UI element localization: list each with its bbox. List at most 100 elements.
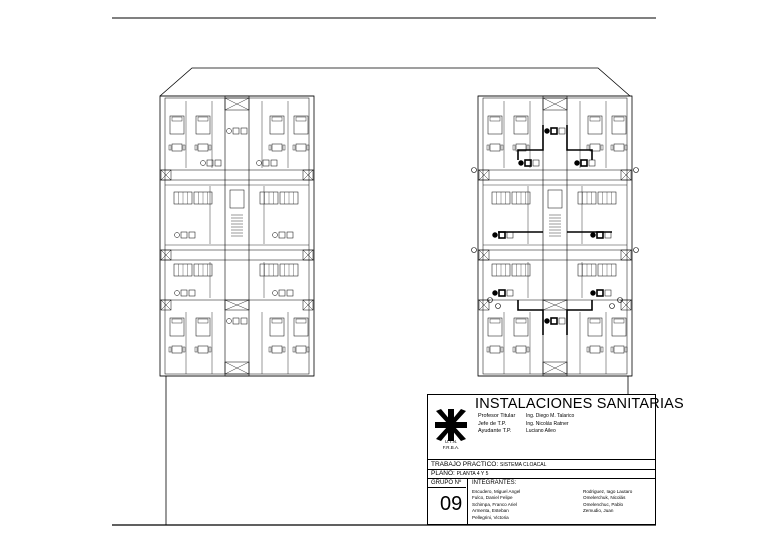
- shaft-cross: [160, 299, 172, 311]
- toilet: [492, 290, 498, 296]
- drain-pipe: [517, 125, 544, 160]
- sink: [596, 289, 604, 297]
- shaft: [620, 169, 632, 181]
- grupo-label: GRUPO Nº: [431, 480, 462, 486]
- pillow: [171, 116, 183, 122]
- shaft-cross: [224, 361, 250, 375]
- vent-icon: [609, 303, 615, 309]
- staff-role: Ayudante T.P.: [478, 428, 512, 434]
- drain-pipe: [517, 300, 544, 335]
- shaft-cross: [224, 299, 250, 311]
- table: [589, 345, 601, 354]
- shower: [214, 159, 222, 167]
- grupo-number: 09: [440, 493, 463, 515]
- sink: [498, 231, 506, 239]
- shaft: [302, 169, 314, 181]
- members-right: Rodriguez, Iago Lautaro Omelerchuk, Nico…: [583, 489, 632, 515]
- shower: [588, 159, 596, 167]
- shower: [506, 231, 514, 239]
- title-block: U.T.N. F.R.B.A. INSTALACIONES SANITARIAS…: [427, 394, 684, 525]
- table: [613, 345, 625, 354]
- shower: [240, 317, 248, 325]
- chair: [194, 346, 198, 353]
- shaft-cross: [160, 249, 172, 261]
- sink: [180, 289, 188, 297]
- sink: [262, 159, 270, 167]
- toilet: [226, 128, 232, 134]
- toilet: [174, 232, 180, 238]
- sink: [498, 289, 506, 297]
- table: [613, 143, 625, 152]
- shaft: [620, 299, 632, 311]
- shaft: [160, 169, 172, 181]
- shower: [188, 289, 196, 297]
- toilet: [272, 232, 278, 238]
- sink: [580, 159, 588, 167]
- staff-row: Ayudante T.P.Luciano Aileo: [478, 428, 574, 436]
- utn-logo-icon: [435, 409, 467, 441]
- chair: [208, 144, 212, 151]
- institution-label: U.T.N. F.R.B.A.: [434, 439, 468, 451]
- staff-role: Profesor Titular: [478, 413, 516, 419]
- toilet: [272, 290, 278, 296]
- shaft: [478, 169, 490, 181]
- divider: [428, 469, 655, 470]
- shaft: [224, 361, 250, 375]
- shower: [558, 127, 566, 135]
- shaft-cross: [478, 299, 490, 311]
- bed: [195, 317, 211, 337]
- staff-row: Jefe de T.P.Ing. Nicolás Ratner: [478, 421, 574, 429]
- table: [295, 345, 307, 354]
- chair: [292, 346, 296, 353]
- toilet: [226, 318, 232, 324]
- shower: [604, 231, 612, 239]
- bed: [169, 115, 185, 135]
- toilet: [590, 290, 596, 296]
- chair: [194, 144, 198, 151]
- bed: [611, 317, 627, 337]
- chair: [624, 346, 628, 353]
- institution-name: U.T.N.: [444, 439, 458, 444]
- shower: [604, 289, 612, 297]
- member-name: Zemudio, Juan: [583, 508, 614, 514]
- vent-icon: [495, 303, 501, 309]
- vent-icon: [471, 167, 477, 173]
- table: [515, 345, 527, 354]
- member-name: Rodriguez, Iago Lautaro: [583, 489, 633, 494]
- pillow: [589, 318, 601, 324]
- core: [224, 95, 250, 377]
- member-name: Omelenchuc, Pablo: [583, 501, 624, 507]
- toilet: [544, 318, 550, 324]
- member-name: Fulco, Daniel Felipe: [472, 495, 513, 501]
- elevator: [229, 189, 245, 209]
- sink: [550, 127, 558, 135]
- pillow: [271, 116, 283, 122]
- shaft-cross: [478, 169, 490, 181]
- plano-label: PLANO:: [431, 470, 455, 477]
- shaft: [478, 249, 490, 261]
- core: [542, 95, 568, 377]
- integrantes-label: INTEGRANTES:: [472, 480, 517, 486]
- toilet: [518, 160, 524, 166]
- plano-row: PLANO: PLANTA 4 Y 5: [431, 470, 488, 477]
- sink: [180, 231, 188, 239]
- bed: [293, 115, 309, 135]
- shower: [286, 289, 294, 297]
- bed: [513, 317, 529, 337]
- pillow: [613, 318, 625, 324]
- pillow: [515, 318, 527, 324]
- shaft-cross: [542, 97, 568, 111]
- shower: [286, 231, 294, 239]
- tp-value: SISTEMA CLOACAL: [500, 462, 547, 468]
- chair: [610, 144, 614, 151]
- vent-icon: [487, 297, 493, 303]
- shaft-cross: [478, 249, 490, 261]
- divider: [428, 478, 655, 479]
- shaft-cross: [224, 97, 250, 111]
- shaft-cross: [542, 299, 568, 311]
- chair: [500, 144, 504, 151]
- shaft: [224, 97, 250, 111]
- pillow: [589, 116, 601, 122]
- shaft: [302, 249, 314, 261]
- member-name: Omelerchuk, Nicolás: [583, 495, 626, 501]
